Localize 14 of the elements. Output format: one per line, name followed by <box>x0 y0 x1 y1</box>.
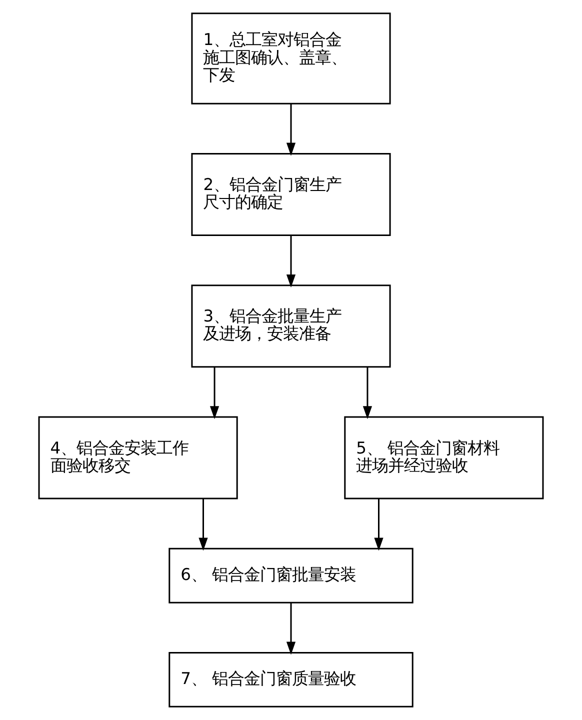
arrow <box>286 235 296 288</box>
node-box: 4、铝合金安装工作面验收移交 <box>38 416 238 500</box>
node-box: 7、 铝合金门窗质量验收 <box>168 652 414 708</box>
arrow <box>210 367 220 420</box>
arrow <box>374 498 384 551</box>
node-box: 1、总工室对铝合金施工图确认、盖章、下发 <box>191 12 391 104</box>
node-box: 3、铝合金批量生产及进场，安装准备 <box>191 284 391 368</box>
node-box: 6、 铝合金门窗批量安装 <box>168 548 414 604</box>
arrow <box>286 104 296 156</box>
node-box: 5、 铝合金门窗材料进场并经过验收 <box>344 416 544 500</box>
arrow <box>286 602 296 655</box>
arrow <box>198 498 208 551</box>
arrow <box>362 367 372 420</box>
node-box: 2、铝合金门窗生产尺寸的确定 <box>191 153 391 236</box>
